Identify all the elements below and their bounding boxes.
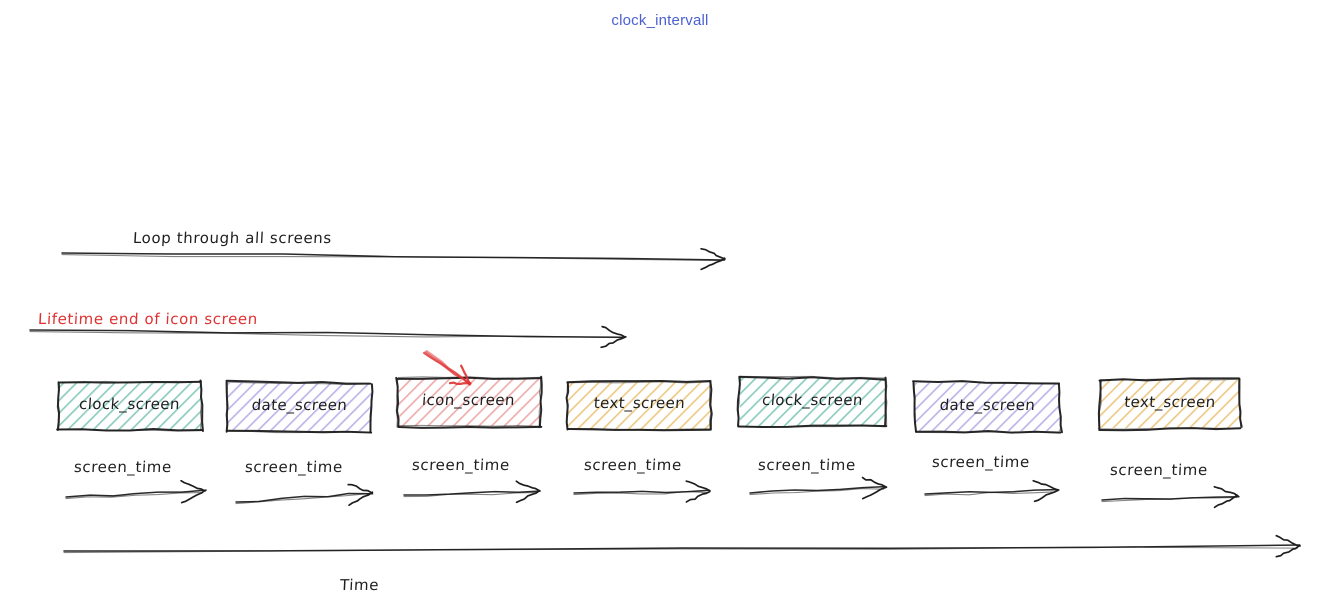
screen-box-fill <box>228 383 371 431</box>
screen-box-fill <box>568 381 711 429</box>
loop-through-screens-label: Loop through all screens <box>133 229 333 247</box>
screen-time-arrow <box>1102 487 1239 508</box>
screen-time-label: screen_time <box>74 458 173 476</box>
screen-time-arrow <box>574 481 710 502</box>
screen-box[interactable] <box>57 381 203 432</box>
screen-time-arrow <box>236 485 373 506</box>
screen-time-label: screen_time <box>758 456 857 474</box>
screen-time-arrow <box>404 481 540 502</box>
lifetime-end-label: Lifetime end of icon screen <box>38 310 259 328</box>
time-axis <box>64 536 1300 557</box>
screen-time-label: screen_time <box>584 456 683 474</box>
screen-box-fill <box>915 383 1060 431</box>
screen-time-label: screen_time <box>412 456 511 474</box>
screen-box[interactable] <box>226 381 372 433</box>
screen-box[interactable] <box>567 381 712 430</box>
screen-time-arrow <box>66 481 206 503</box>
screen-box[interactable] <box>738 376 887 427</box>
screen-box-fill <box>58 382 201 430</box>
screen-box-fill <box>397 378 540 426</box>
screen-box[interactable] <box>1098 378 1241 430</box>
lifetime-arrow <box>30 327 626 348</box>
time-axis-label: Time <box>340 576 380 594</box>
screen-time-arrow <box>750 478 886 499</box>
screen-box-fill <box>740 378 885 426</box>
screen-time-arrow <box>925 481 1059 502</box>
screen-time-label: screen_time <box>1110 461 1209 479</box>
screen-time-label: screen_time <box>932 453 1031 471</box>
screen-time-label: screen_time <box>245 458 344 476</box>
screen-box[interactable] <box>913 381 1062 433</box>
loop-arrow <box>62 249 725 270</box>
screen-box-fill <box>1100 380 1240 428</box>
